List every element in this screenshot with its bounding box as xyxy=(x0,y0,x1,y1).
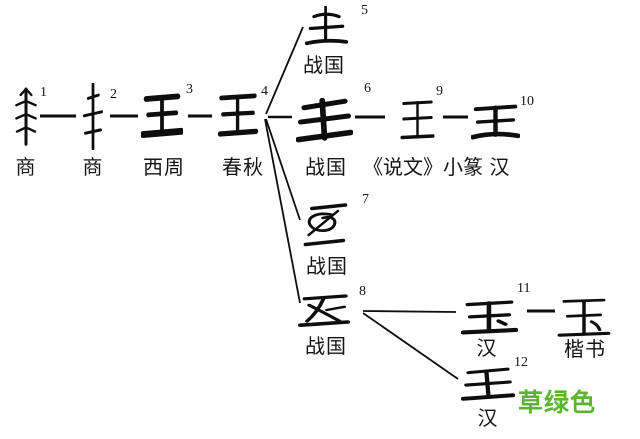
period-label-4: 春秋 xyxy=(222,157,264,179)
period-label-9: 《说文》小篆 xyxy=(363,157,483,179)
period-label-3: 西周 xyxy=(143,157,185,179)
connector-8-11 xyxy=(362,310,457,313)
period-label-10: 汉 xyxy=(489,157,511,179)
glyph-number-12: 12 xyxy=(514,355,528,370)
glyph-warring-states-8 xyxy=(296,294,351,334)
glyph-warring-states-7 xyxy=(299,203,353,253)
glyph-spring-autumn-4 xyxy=(217,90,259,143)
glyph-number-5: 5 xyxy=(361,3,368,18)
glyph-number-7: 7 xyxy=(362,192,369,207)
glyph-number-8: 8 xyxy=(359,284,366,299)
glyph-number-10: 10 xyxy=(520,94,534,109)
glyph-small-seal-9 xyxy=(397,96,438,146)
connector-4-5 xyxy=(265,26,304,115)
period-label-kaishu: 楷书 xyxy=(564,339,606,361)
watermark-text: 草绿色 xyxy=(518,389,597,417)
glyph-warring-states-5 xyxy=(304,6,349,52)
period-label-5: 战国 xyxy=(303,55,345,77)
connector-4-7 xyxy=(265,118,301,221)
period-label-2: 商 xyxy=(82,157,104,179)
period-label-8: 战国 xyxy=(305,336,347,358)
connector-4-8 xyxy=(264,118,301,304)
glyph-oracle-bone-2 xyxy=(82,83,104,150)
glyph-han-10 xyxy=(471,101,520,144)
period-label-11: 汉 xyxy=(476,338,498,360)
glyph-han-11 xyxy=(461,298,518,339)
connector-8-12 xyxy=(362,312,459,380)
period-label-1: 商 xyxy=(15,157,37,179)
glyph-warring-states-6 xyxy=(296,94,353,149)
glyph-regular-script-yu xyxy=(555,296,613,341)
glyph-number-4: 4 xyxy=(261,84,268,99)
glyph-number-6: 6 xyxy=(364,81,371,96)
glyph-western-zhou-3 xyxy=(141,90,183,143)
glyph-number-2: 2 xyxy=(110,87,117,102)
glyph-han-12 xyxy=(461,366,515,405)
glyph-oracle-bone-1 xyxy=(14,86,38,146)
period-label-7: 战国 xyxy=(306,256,348,278)
period-label-12: 汉 xyxy=(477,408,499,430)
glyph-number-11: 11 xyxy=(517,281,531,296)
glyph-number-9: 9 xyxy=(436,84,443,99)
glyph-number-1: 1 xyxy=(40,85,47,100)
glyph-number-3: 3 xyxy=(186,82,193,97)
period-label-6: 战国 xyxy=(305,157,347,179)
